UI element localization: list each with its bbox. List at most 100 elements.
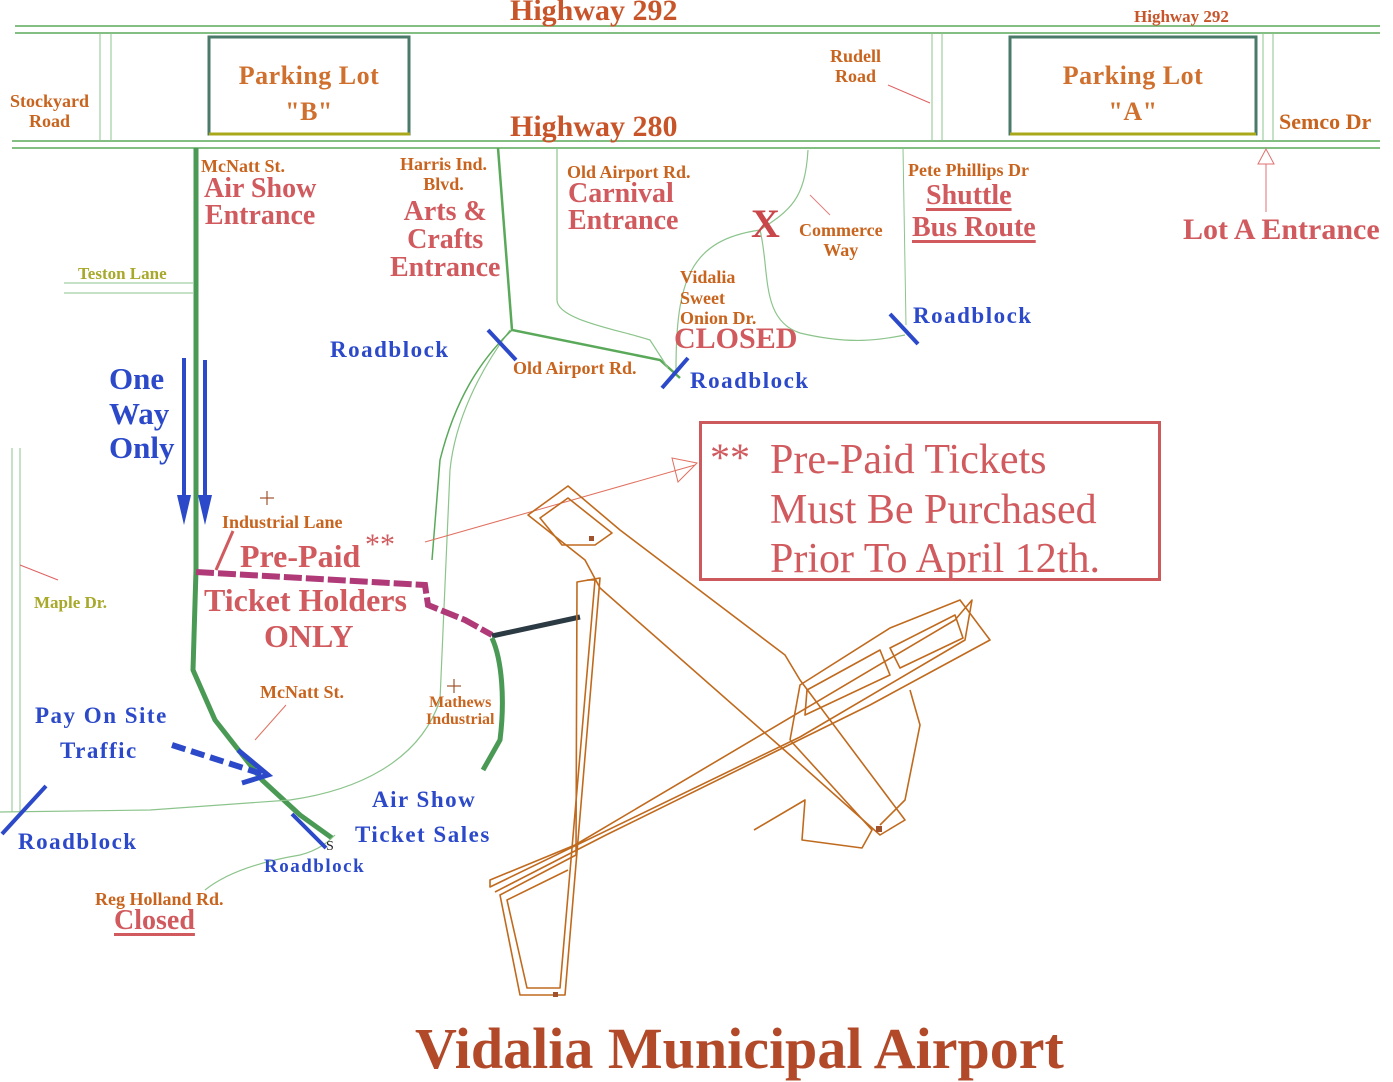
one-way-arrows-icon: [177, 358, 212, 525]
carnival-entrance-label: Carnival Entrance: [568, 180, 679, 236]
rudell-road-label: Rudell Road: [830, 46, 881, 87]
mathews-label-line1: Mathews: [429, 694, 492, 711]
vidalia-label-line3: Onion Dr.: [680, 308, 757, 329]
roadblock-label-commerce: Roadblock: [913, 303, 1033, 328]
roadblock-label-mcnatt: Roadblock: [264, 856, 366, 877]
reg-holland-connector: [0, 329, 511, 813]
stockyard-label-line1: Stockyard: [10, 91, 90, 111]
prepaid-label: Pre-Paid: [240, 538, 361, 574]
notice-line2: Must Be Purchased: [770, 486, 1097, 533]
mcnatt-st-top-label: McNatt St.: [201, 156, 285, 176]
runway-connector: [491, 614, 581, 639]
highway-292-road: [15, 25, 1380, 34]
roadblock-bar-5: [290, 812, 328, 850]
roadblock-bar-3: [888, 312, 920, 346]
reg-holland-closed-status: Closed: [114, 905, 195, 936]
roadblock-markers: [0, 312, 920, 850]
air-show-entrance-label: Air Show Entrance: [204, 175, 316, 231]
parking-lot-b-title: Parking Lot: [238, 61, 380, 90]
vidalia-label-line2: Sweet: [680, 287, 725, 308]
mathews-route: [480, 636, 505, 772]
industrial-leader: [214, 530, 235, 571]
ticket-holders-label: Ticket Holders: [204, 582, 407, 618]
rudell-leader: [887, 84, 931, 104]
highway-280-road: [12, 140, 1380, 149]
roadblock-label-harris: Roadblock: [330, 337, 450, 362]
arts-entrance-line1: Arts &: [403, 196, 487, 227]
harris-label-line1: Harris Ind.: [400, 154, 488, 174]
mathews-label-line2: Industrial: [426, 710, 495, 728]
old-airport-road: [556, 148, 669, 369]
maple-drive-label: Maple Dr.: [34, 593, 108, 612]
commerce-way: [759, 229, 906, 342]
reg-holland-label: Reg Holland Rd.: [95, 889, 224, 909]
mcnatt-st-bottom-label: McNatt St.: [260, 682, 344, 702]
commerce-way-label: Commerce Way: [799, 220, 883, 261]
vidalia-sweet-onion-drive: [675, 149, 809, 371]
parking-lot-a[interactable]: Parking Lot "A": [1010, 58, 1256, 131]
arts-crafts-entrance-label: Arts & Crafts Entrance: [390, 198, 500, 282]
stockyard-road-label: Stockyard Road: [10, 91, 90, 132]
parking-lot-a-letter: "A": [1108, 97, 1158, 127]
arts-entrance-line2: Crafts: [407, 224, 484, 255]
old-airport-road-top-label: Old Airport Rd.: [567, 162, 691, 182]
mcnatt-main-route: [190, 148, 334, 841]
harris-blvd: [496, 147, 681, 379]
vidalia-sweet-onion-label: Vidalia Sweet Onion Dr.: [680, 267, 756, 329]
highway-292-east-label: Highway 292: [1134, 7, 1229, 26]
ticket-holders-only-label: ONLY: [264, 618, 354, 654]
lot-a-entrance-arrow: [1257, 147, 1275, 212]
semco-drive-label: Semco Dr: [1279, 109, 1372, 134]
air-show-entrance-line2: Entrance: [204, 199, 316, 231]
bus-route-label: Bus Route: [912, 212, 1036, 243]
pete-phillips-label: Pete Phillips Dr: [908, 160, 1029, 180]
one-way-line2: Way: [109, 395, 170, 431]
vidalia-label-line1: Vidalia: [680, 267, 736, 287]
highway-292-label: Highway 292: [510, 0, 678, 27]
teston-lane: [64, 282, 193, 294]
one-way-line3: Only: [109, 430, 175, 466]
lot-a-entrance-label: Lot A Entrance: [1183, 213, 1380, 246]
s-marker: S: [326, 839, 334, 854]
vidalia-closed-status: CLOSED: [674, 322, 798, 355]
harris-blvd-label: Harris Ind. Blvd.: [400, 154, 488, 195]
semco-drive: [1262, 33, 1274, 141]
arts-entrance-line3: Entrance: [390, 252, 501, 283]
notice-line1: Pre-Paid Tickets: [770, 437, 1047, 483]
parking-lot-a-title: Parking Lot: [1062, 61, 1204, 90]
notice-text: Pre-Paid Tickets Must Be Purchased Prior…: [770, 436, 1100, 585]
carnival-entrance-line2: Entrance: [568, 204, 679, 236]
roadblock-bar-1: [486, 328, 518, 362]
commerce-label-line2: Way: [823, 239, 859, 260]
notice-stars: **: [710, 435, 750, 480]
parking-lot-b-letter: "B": [285, 97, 333, 127]
mathews-industrial-label: Mathews Industrial: [426, 694, 495, 729]
rudell-label-line2: Road: [835, 65, 877, 86]
highway-280-label: Highway 280: [510, 110, 678, 143]
arts-crafts-road: [431, 329, 513, 561]
one-way-line1: One: [109, 361, 165, 396]
shuttle-label: Shuttle: [926, 180, 1012, 211]
stockyard-road: [99, 33, 112, 141]
prepaid-stars: **: [365, 528, 395, 561]
industrial-lane-label: Industrial Lane: [222, 512, 343, 532]
commerce-label-line1: Commerce: [799, 220, 883, 240]
notice-line3: Prior To April 12th.: [770, 536, 1100, 583]
ticket-sales-label-line2: Ticket Sales: [355, 822, 491, 847]
notice-pointer-icon: [671, 457, 699, 483]
prepaid-notice-box: ** Pre-Paid Tickets Must Be Purchased Pr…: [699, 421, 1161, 582]
pay-on-site-label: Pay On Site: [35, 703, 168, 728]
airport-runways: [489, 485, 991, 996]
parking-lot-b[interactable]: Parking Lot "B": [209, 58, 409, 131]
runway-markers: [553, 536, 882, 997]
mcnatt-leader: [254, 704, 287, 741]
roadblock-label-west: Roadblock: [18, 829, 138, 854]
roadblock-bar-4: [0, 784, 48, 836]
roadblock-label-vidalia: Roadblock: [690, 368, 810, 393]
prepaid-route: [195, 569, 494, 638]
harris-label-line2: Blvd.: [423, 173, 464, 194]
maple-drive: [11, 448, 21, 812]
roadblock-bar-2: [660, 356, 690, 390]
ticket-sales-label-line1: Air Show: [372, 787, 477, 812]
pay-on-site-traffic-label: Traffic: [60, 738, 138, 763]
